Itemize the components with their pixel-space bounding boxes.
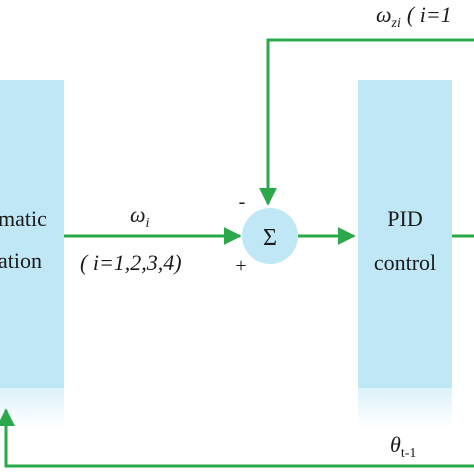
bottom-theta-line [0, 408, 474, 468]
theta-label: θt-1 [390, 432, 416, 461]
signal-lines [0, 38, 474, 468]
summer-plus-sign: + [235, 255, 246, 277]
index-range-label: ( i=1,2,3,4) [80, 250, 182, 275]
kinematic-block: matic ation [0, 80, 64, 428]
pid-block-label-line1: PID [387, 206, 422, 231]
kinematic-block-label-line2: ation [0, 248, 42, 273]
pid-control-block: PID control [358, 80, 452, 428]
feedback-omega-zi-line [259, 38, 474, 206]
omega-zi-label: ωzi( i=1 [376, 2, 452, 31]
summer-symbol: Σ [263, 225, 277, 251]
summer-minus-sign: - [239, 191, 246, 213]
pid-block-label-line2: control [374, 250, 436, 275]
omega-i-label: ωi [130, 202, 150, 231]
summing-junction: Σ - + [235, 191, 298, 277]
kinematic-block-label-line1: matic [0, 206, 47, 231]
